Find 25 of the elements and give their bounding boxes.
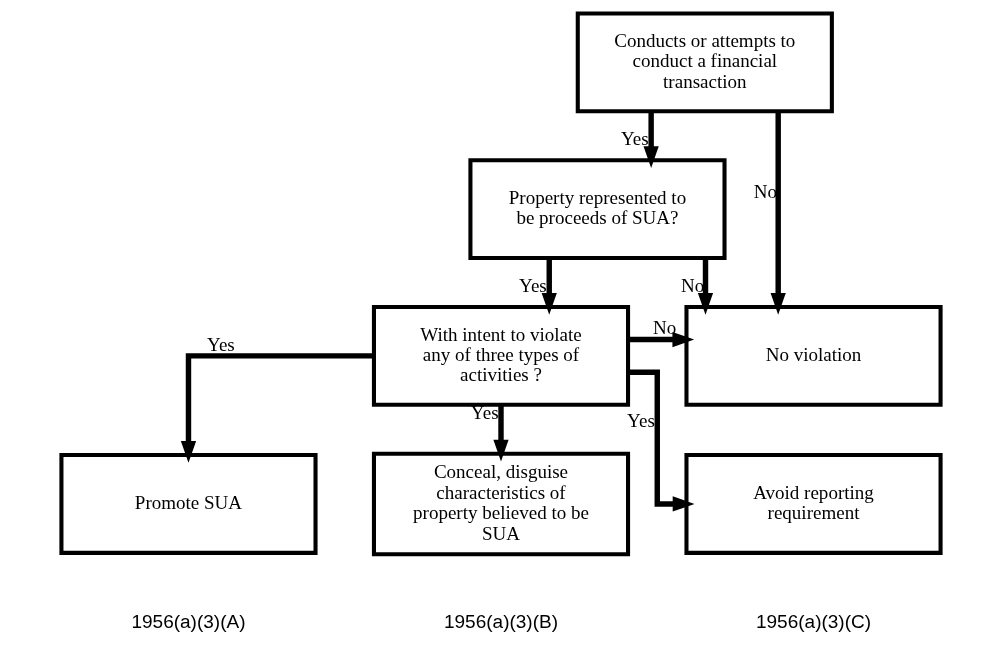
node-label: 1956(a)(3)(C) [755, 610, 872, 632]
arrow [180, 353, 374, 463]
arrow [628, 369, 695, 512]
arrow [541, 258, 557, 315]
node-label: 1956(a)(3)(A) [131, 610, 246, 632]
edge-label: Yes [621, 128, 649, 150]
node-box: No violation [684, 304, 943, 407]
edge-label: No [652, 317, 677, 339]
arrow [628, 331, 695, 348]
node-box: Property represented to be proceeds of SUA? [468, 158, 727, 261]
node-label: 1956(a)(3)(B) [443, 610, 559, 632]
node-box: Promote SUA [59, 453, 318, 555]
node-box: Avoid reporting requirement [684, 453, 943, 555]
node-box: Conducts or attempts to conduct a financial transaction [575, 11, 834, 114]
edge-label: Yes [207, 333, 235, 355]
edge-label: Yes [627, 410, 655, 432]
arrow [770, 111, 786, 315]
edge-label: No [753, 181, 777, 203]
node-box: With intent to violate any of three types of activities ? [371, 304, 631, 407]
edge-label: No [680, 275, 705, 297]
node-box: Conceal, disguise characteristics of property believed to be SUA [371, 451, 631, 557]
edge-label: Yes [519, 275, 547, 297]
arrow [643, 111, 659, 168]
arrow [697, 258, 714, 315]
arrow [493, 405, 509, 462]
